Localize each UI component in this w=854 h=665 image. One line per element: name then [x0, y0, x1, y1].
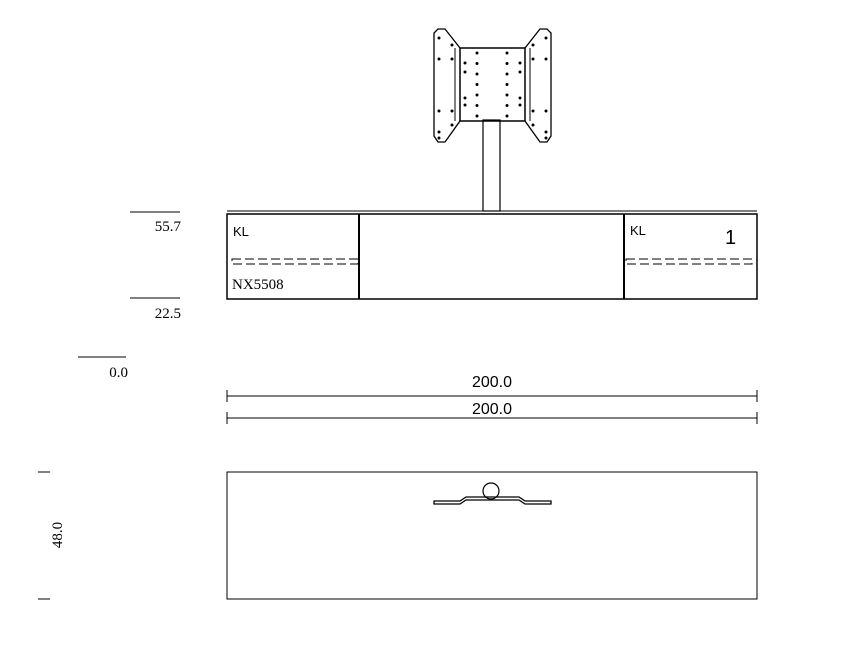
mount-hole	[505, 51, 509, 55]
mount-hole	[544, 36, 548, 40]
mount-hole	[518, 70, 522, 74]
mount-hole	[437, 130, 441, 134]
left-panel-model: NX5508	[232, 277, 284, 293]
mount-hole	[475, 83, 479, 86]
mount-hole	[475, 104, 479, 107]
height-dim-top: 55.7	[155, 219, 182, 235]
right-panel-number: 1	[725, 227, 736, 249]
right-wing	[524, 28, 552, 143]
height-dim-mid: 22.5	[155, 306, 181, 322]
bracket-section	[433, 496, 552, 505]
mount-hole	[450, 123, 454, 127]
left-wing	[433, 28, 461, 143]
cabinet-top-view: 48.0	[38, 471, 758, 600]
mount-plate	[459, 47, 526, 122]
mount-hole	[505, 72, 509, 76]
width-dim-1: 200.0	[472, 374, 512, 391]
mount-hole	[544, 57, 548, 61]
depth-dim: 48.0	[50, 522, 66, 548]
mount-hole	[475, 62, 479, 65]
mount-hole	[450, 43, 454, 47]
mount-hole	[518, 103, 522, 107]
width-dim-2: 200.0	[472, 401, 512, 418]
mount-hole	[505, 93, 509, 97]
mount-hole	[544, 136, 548, 140]
mount-hole	[475, 114, 479, 118]
mount-hole	[463, 70, 467, 74]
left-panel-label: KL	[233, 224, 249, 239]
width-dimensions: 200.0 200.0	[226, 374, 758, 424]
mount-hole	[463, 61, 467, 65]
mount-hole	[531, 43, 535, 47]
mount-hole	[437, 57, 441, 61]
mount-hole	[518, 96, 522, 100]
tv-mount-bracket	[433, 28, 552, 212]
mount-hole	[475, 72, 479, 76]
mount-hole	[531, 57, 535, 61]
support-pole	[482, 119, 501, 212]
cabinet-front-view: KL NX5508 KL 1	[226, 210, 758, 300]
mount-hole	[463, 96, 467, 100]
mount-holes	[437, 36, 548, 140]
mount-hole	[505, 114, 509, 118]
mount-hole	[475, 93, 479, 97]
height-dim-base: 0.0	[109, 365, 128, 381]
right-panel-label: KL	[630, 223, 646, 238]
mount-hole	[544, 130, 548, 134]
pole-section	[482, 482, 500, 500]
mount-hole	[518, 61, 522, 65]
mount-hole	[437, 109, 441, 113]
height-dimensions: 55.7 22.5 0.0	[78, 211, 182, 381]
mount-hole	[450, 57, 454, 61]
mount-hole	[450, 109, 454, 113]
mount-hole	[544, 109, 548, 113]
mount-hole	[531, 123, 535, 127]
mount-hole	[437, 36, 441, 40]
mount-hole	[475, 51, 479, 55]
mount-hole	[505, 62, 509, 65]
mount-hole	[531, 109, 535, 113]
mount-hole	[505, 83, 509, 86]
mount-hole	[463, 103, 467, 107]
mount-hole	[505, 104, 509, 107]
mount-hole	[437, 136, 441, 140]
